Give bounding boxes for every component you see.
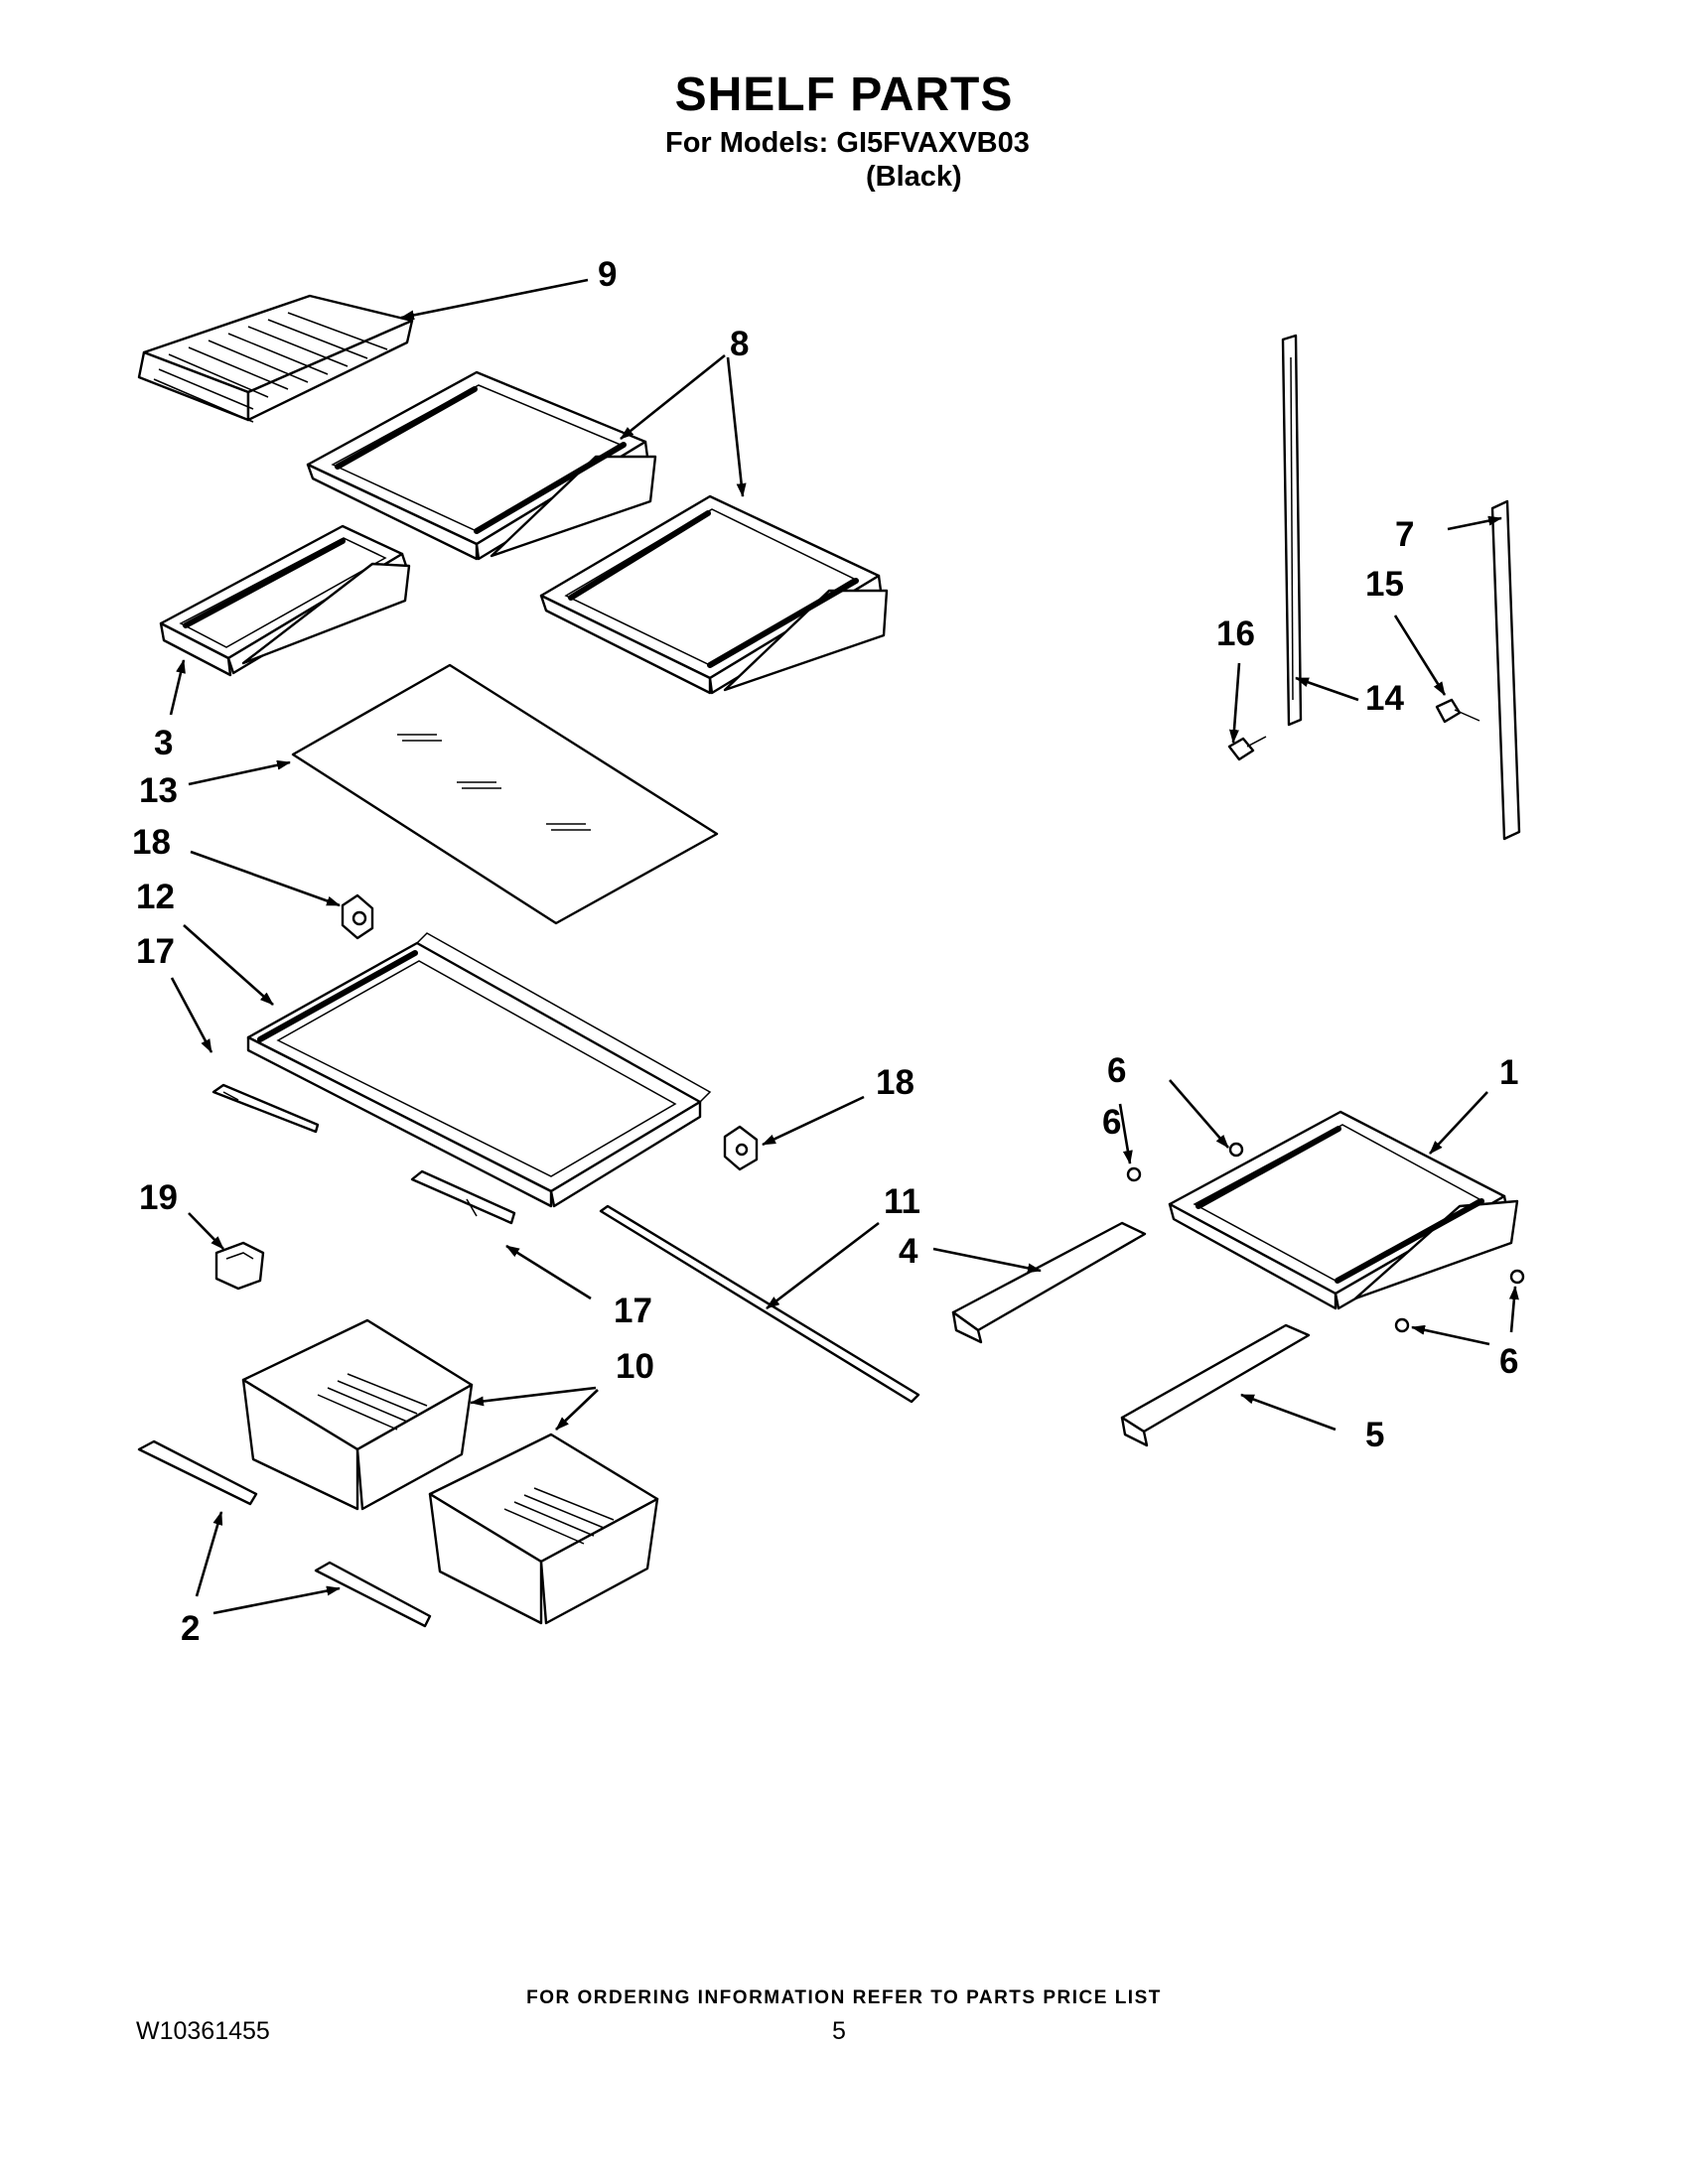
callout-labels: 9 8 3 13 18 12 17 18 19 11 4 17 10 2 1 6…	[132, 255, 1518, 1648]
part-15-screw	[1435, 698, 1480, 724]
ordering-note: FOR ORDERING INFORMATION REFER TO PARTS …	[526, 1987, 1162, 2008]
page-title: SHELF PARTS	[674, 68, 1014, 121]
callout-17-lower: 17	[614, 1292, 652, 1330]
callout-14: 14	[1365, 679, 1404, 718]
callout-11: 11	[884, 1182, 920, 1221]
part-13-glass-panel	[291, 663, 719, 925]
page-number: 5	[832, 2017, 846, 2045]
part-8-upper-shelf	[306, 370, 657, 561]
callout-15: 15	[1365, 565, 1404, 604]
part-2-lower-handle	[314, 1561, 432, 1628]
part-17-left-rail	[211, 1083, 320, 1134]
part-7-trim-strip	[1490, 499, 1521, 841]
callout-5: 5	[1365, 1416, 1384, 1454]
part-1-shelf	[1168, 1110, 1519, 1310]
callout-19: 19	[139, 1178, 178, 1217]
part-12-shelf-frame	[246, 932, 712, 1208]
document-number: W10361455	[136, 2017, 270, 2045]
callout-2: 2	[181, 1609, 200, 1648]
callout-6-left: 6	[1102, 1103, 1121, 1142]
part-17-lower-rail	[410, 1169, 516, 1225]
part-18-upper-clip	[341, 893, 374, 940]
part-3-narrow-shelf	[159, 524, 411, 677]
callout-6-top: 6	[1107, 1051, 1126, 1090]
callout-12: 12	[136, 878, 175, 916]
callout-13: 13	[139, 771, 178, 810]
callout-3: 3	[154, 724, 173, 762]
callout-9: 9	[598, 255, 617, 294]
callout-1: 1	[1499, 1053, 1518, 1092]
callout-18-upper: 18	[132, 823, 171, 862]
part-9-wire-basket	[137, 294, 414, 423]
part-19-bracket	[214, 1241, 265, 1291]
part-10-upper-drawer	[241, 1318, 474, 1511]
part-10-lower-drawer	[428, 1433, 659, 1625]
callout-8: 8	[730, 325, 749, 363]
callout-18-lower: 18	[876, 1063, 914, 1102]
part-16-screw	[1227, 736, 1267, 761]
callout-4: 4	[899, 1232, 918, 1271]
model-number: For Models: GI5FVAXVB03	[665, 127, 1030, 159]
leader-lines	[169, 278, 1519, 1615]
part-4-side-rail	[951, 1221, 1147, 1344]
part-18-lower-clip	[723, 1125, 759, 1171]
model-color: (Black)	[866, 161, 962, 193]
callout-7: 7	[1395, 515, 1414, 554]
callout-10: 10	[616, 1347, 654, 1386]
part-2-upper-handle	[137, 1439, 258, 1506]
callout-16: 16	[1216, 614, 1255, 653]
part-14-shelf-ladder	[1281, 334, 1303, 727]
part-6-screws	[1126, 1142, 1525, 1333]
callout-6-bottom: 6	[1499, 1342, 1518, 1381]
callout-17-upper: 17	[136, 932, 175, 971]
part-5-side-rail	[1120, 1323, 1311, 1447]
part-8-lower-shelf	[539, 494, 889, 695]
part-11-trim-strip	[599, 1204, 920, 1404]
